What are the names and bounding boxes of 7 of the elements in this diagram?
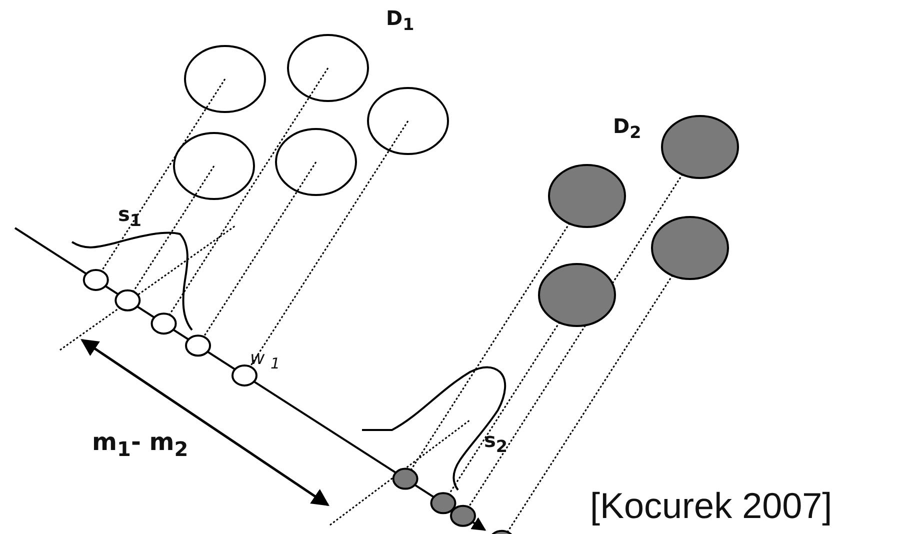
scatter-label: s$_{1}$	[118, 204, 142, 230]
citation: [Kocurek 2007]	[590, 488, 832, 524]
dimension-label: m$_{1}$- m$_{2}$	[92, 430, 188, 459]
scatter-label: s$_{2}$	[484, 430, 508, 456]
class-label: D$_{1}$	[386, 8, 414, 34]
class-label: D$_{2}$	[613, 116, 642, 142]
projection-label: w $_{1}$	[250, 350, 280, 372]
